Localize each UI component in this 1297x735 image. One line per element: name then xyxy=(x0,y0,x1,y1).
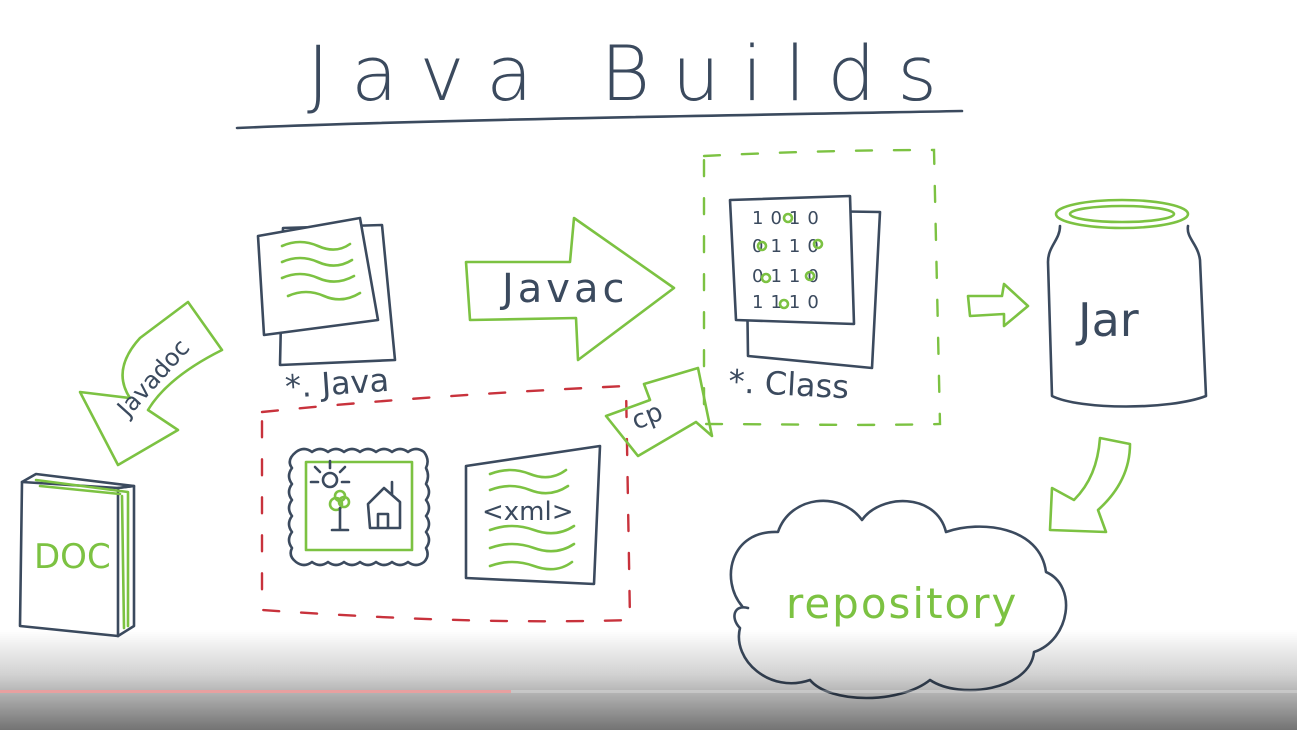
video-controls-overlay xyxy=(0,630,1297,730)
repository-label: repository xyxy=(786,579,1018,628)
javac-label: Javac xyxy=(499,266,628,312)
jar-label: Jar xyxy=(1075,293,1139,347)
javadoc-arrow: Javadoc xyxy=(78,300,224,467)
binary-row: 1110 xyxy=(752,292,826,313)
java-source-files: *. Java xyxy=(256,216,397,406)
title-underline xyxy=(235,109,964,130)
title-group: Java Builds xyxy=(235,29,964,130)
classpath-arrow: cp xyxy=(604,366,714,458)
resources-group: <xml> xyxy=(260,384,632,623)
arrow-to-jar xyxy=(966,282,1030,328)
binary-row: 1010 xyxy=(752,208,826,229)
cp-label: cp xyxy=(627,397,667,436)
jar-icon: Jar xyxy=(1046,198,1208,408)
repository-cloud: repository xyxy=(729,499,1068,700)
doc-label: DOC xyxy=(34,537,111,577)
video-progress-played xyxy=(0,690,512,693)
class-files-group: 1010 0110 0110 1110 *. Class xyxy=(702,148,942,427)
diagram-title: Java Builds xyxy=(307,29,937,118)
class-files-label: *. Class xyxy=(728,362,850,406)
video-progress-bar[interactable] xyxy=(0,690,1297,693)
image-resource-icon xyxy=(287,447,431,567)
javac-arrow: Javac xyxy=(464,216,676,362)
binary-content: 1010 0110 0110 1110 xyxy=(752,208,826,313)
binary-row: 0110 xyxy=(752,236,826,257)
java-files-label: *. Java xyxy=(284,361,390,406)
arrow-to-repository xyxy=(1048,436,1132,534)
doc-book: DOC xyxy=(18,472,136,638)
xml-label: <xml> xyxy=(482,497,574,527)
xml-resource-file: <xml> xyxy=(464,444,602,586)
